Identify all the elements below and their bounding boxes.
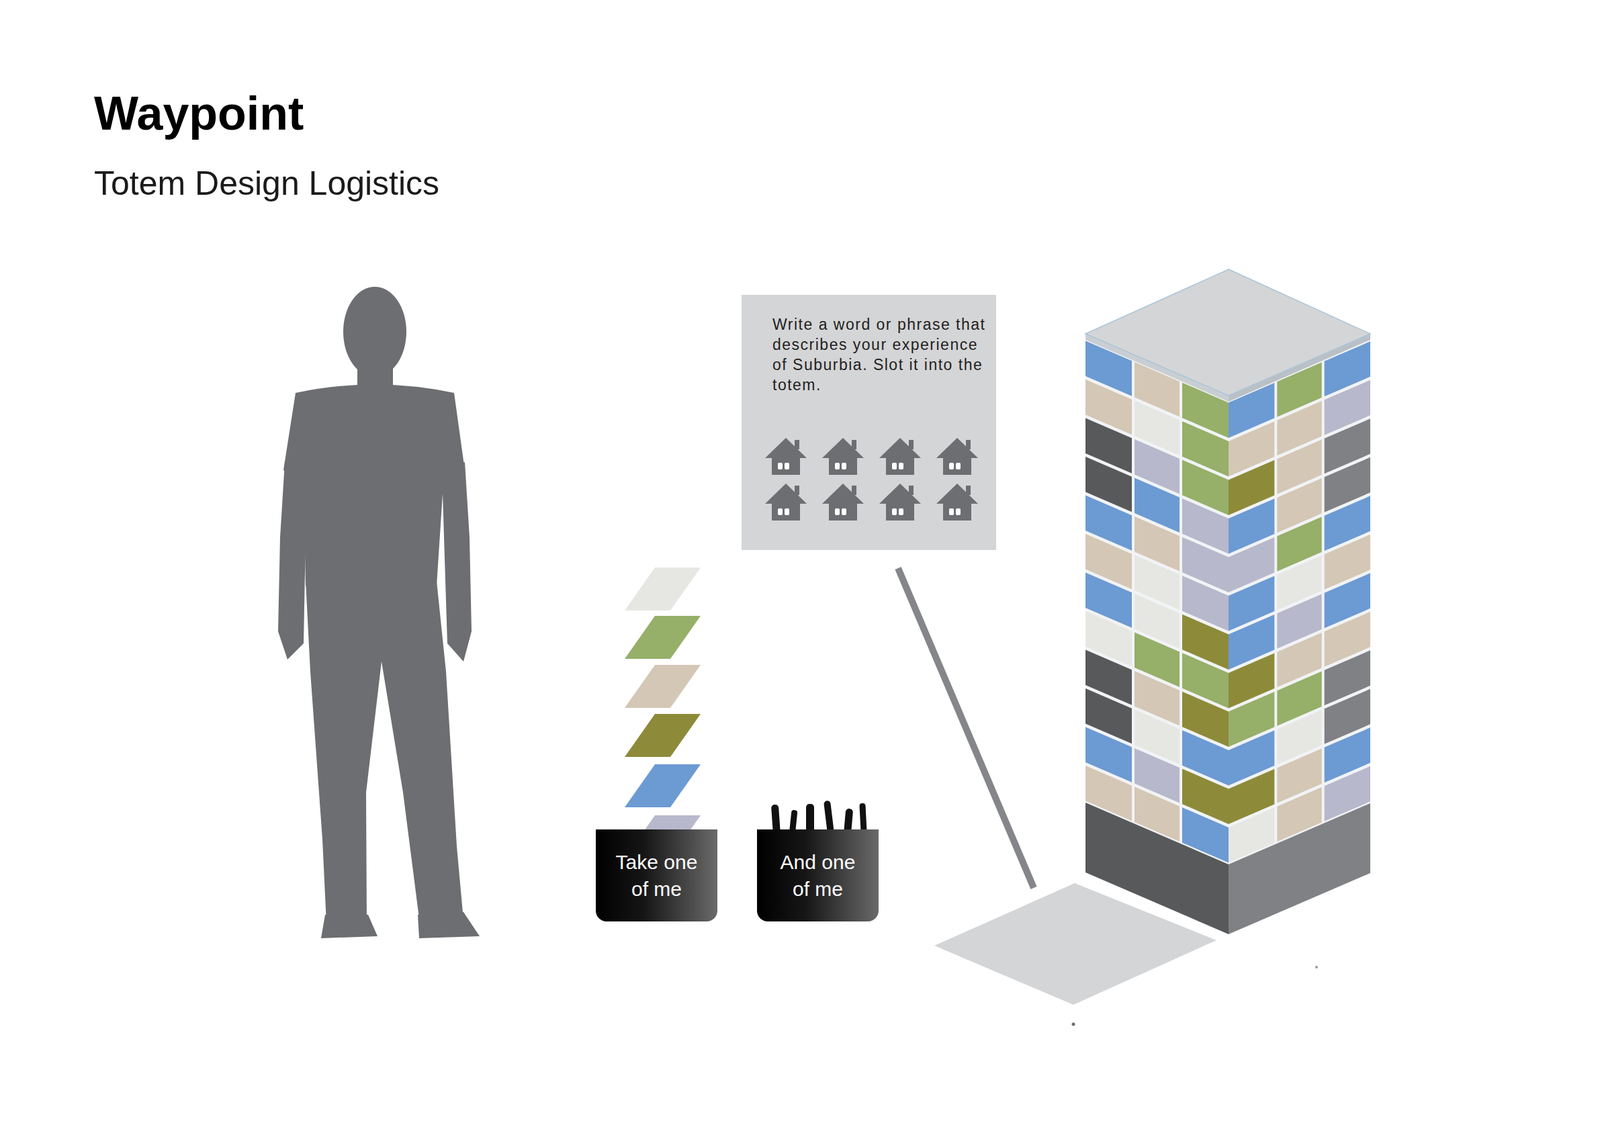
house-icon <box>965 485 971 496</box>
person-silhouette <box>417 912 480 939</box>
house-icon <box>955 508 961 516</box>
house-icon <box>834 462 840 470</box>
house-icon <box>943 455 972 475</box>
house-icon <box>885 501 915 521</box>
house-icon <box>765 437 807 459</box>
house-icon <box>892 462 897 470</box>
person-silhouette <box>343 286 407 377</box>
card-stack <box>624 664 701 708</box>
node-text: And one of me <box>770 849 866 903</box>
house-icon <box>936 437 979 459</box>
node-text: Write a word or phrase that describes yo… <box>772 314 988 395</box>
house-icon <box>765 437 807 475</box>
sign-board <box>741 294 1217 1005</box>
house-icon <box>794 439 800 450</box>
dot <box>1315 965 1318 969</box>
house-icon <box>777 462 783 470</box>
house-icon <box>771 501 800 521</box>
house-icon <box>936 483 979 521</box>
card-stack <box>624 764 701 808</box>
house-icon <box>765 483 807 504</box>
house-icon <box>949 508 954 516</box>
person-silhouette <box>305 581 464 924</box>
house-icon <box>784 508 790 516</box>
house-icon <box>765 483 807 521</box>
card-stack <box>624 714 701 758</box>
node-text: Take one of me <box>609 849 704 903</box>
house-icons <box>765 437 979 521</box>
house-icon <box>834 508 840 516</box>
house-icon <box>898 508 904 516</box>
house-icon <box>841 508 847 516</box>
house-icon <box>908 485 914 496</box>
house-icon <box>879 437 921 459</box>
card-bin: Take one of me <box>595 829 718 922</box>
house-icon <box>898 462 904 470</box>
house-icon <box>822 437 864 459</box>
card-stack <box>624 615 701 659</box>
totem <box>1228 339 1371 865</box>
house-icon <box>949 462 954 470</box>
house-icon <box>851 485 857 496</box>
house-icon <box>879 483 921 521</box>
house-icon <box>841 462 847 470</box>
person-silhouette <box>278 286 480 939</box>
subtitle: Totem Design Logistics <box>94 166 440 201</box>
house-icon <box>828 455 858 475</box>
house-icon <box>879 483 921 504</box>
house-icon <box>828 501 858 521</box>
house-icon <box>879 437 921 475</box>
house-icon <box>892 508 897 516</box>
sign-board <box>898 568 1034 888</box>
person-silhouette <box>321 914 378 939</box>
house-icon <box>943 501 972 521</box>
card-stack <box>624 567 701 611</box>
house-icon <box>822 483 864 504</box>
totem <box>1085 269 1371 935</box>
dot <box>1072 1023 1076 1027</box>
house-icon <box>822 437 864 475</box>
instruction-sign: Write a word or phrase that describes yo… <box>741 294 997 551</box>
totem <box>1228 803 1371 935</box>
house-icon <box>771 455 800 475</box>
house-icon <box>936 483 979 504</box>
totem <box>1085 339 1229 865</box>
house-icon <box>777 508 783 516</box>
person-silhouette <box>278 462 308 660</box>
sign-board <box>741 294 997 551</box>
house-icon <box>885 455 915 475</box>
card-stack <box>624 567 701 859</box>
house-icon <box>794 485 800 496</box>
house-icon <box>851 439 857 450</box>
house-icon <box>908 439 914 450</box>
house-icon <box>822 483 864 521</box>
title: Waypoint <box>94 90 304 138</box>
totem <box>1085 269 1371 396</box>
person-silhouette <box>283 384 465 587</box>
house-icon <box>784 462 790 470</box>
house-icon <box>936 437 979 475</box>
house-icon <box>965 439 971 450</box>
person-silhouette <box>441 462 472 662</box>
house-icon <box>955 462 961 470</box>
totem <box>1085 802 1229 935</box>
pen-bin: And one of me <box>757 829 879 922</box>
